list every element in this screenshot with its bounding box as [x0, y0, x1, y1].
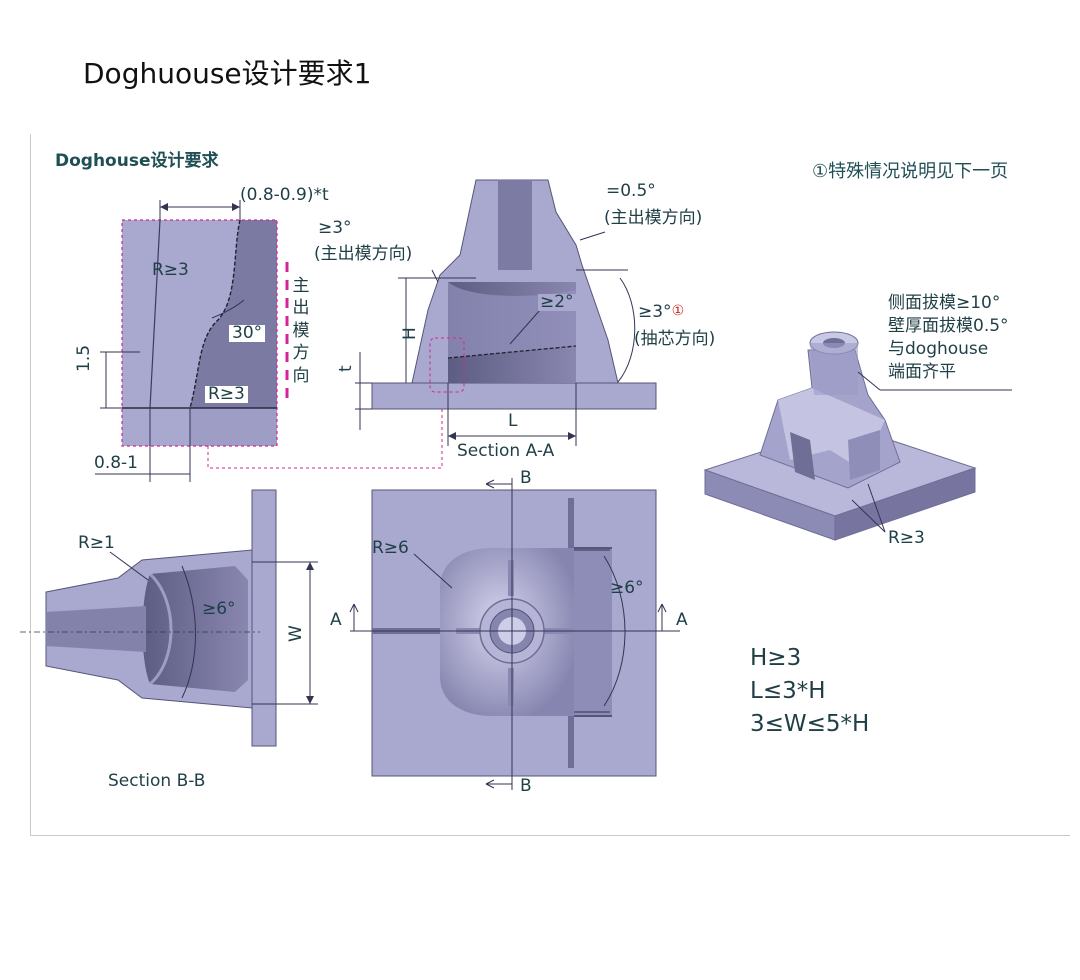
detail-view — [95, 200, 443, 482]
bb-radius: R≥1 — [78, 533, 115, 553]
top-view-drawing — [349, 478, 680, 790]
detail-angle: 30° — [229, 325, 266, 342]
cut-b-top: B — [520, 468, 532, 488]
aa-core-draft-mark: ① — [671, 303, 685, 319]
cut-a-right: A — [676, 610, 688, 630]
detail-bottom-width: 0.8-1 — [94, 453, 138, 473]
bb-angle: ≥6° — [202, 599, 236, 619]
cut-b-bottom: B — [520, 776, 532, 796]
detail-direction-label: 主 出 模 方 向 — [292, 276, 310, 386]
formula-h: H≥3 — [750, 645, 802, 671]
iso-drawing — [703, 331, 1012, 541]
aa-draft-main-direction: (主出模方向) — [314, 244, 413, 264]
iso-notes: 侧面拔模≥10° 壁厚面拔模0.5° 与doghouse 端面齐平 — [888, 293, 1009, 382]
section-bb-label: Section B-B — [108, 771, 206, 791]
formula-l: L≤3*H — [750, 678, 826, 704]
aa-inner-draft: ≥2° — [538, 292, 576, 312]
panel-border-bottom — [30, 835, 1070, 836]
aa-h-label: H — [400, 327, 420, 340]
cut-a-left: A — [330, 610, 342, 630]
aa-t-label: t — [336, 365, 356, 372]
special-case-note: ①特殊情况说明见下一页 — [812, 161, 1009, 182]
panel-border-left — [30, 134, 31, 836]
detail-height: 1.5 — [74, 344, 94, 372]
section-bb-drawing — [20, 489, 318, 747]
iso-radius: R≥3 — [888, 528, 925, 548]
detail-top-dimension: (0.8-0.9)*t — [240, 185, 329, 205]
aa-core-draft: ≥3°① — [638, 302, 685, 322]
section-aa-label: Section A-A — [457, 441, 555, 461]
top-angle: ≥6° — [610, 578, 644, 598]
aa-top-draft: =0.5° — [606, 181, 656, 201]
detail-radius-top: R≥3 — [152, 260, 189, 280]
detail-radius-bottom: R≥3 — [205, 386, 248, 403]
panel-title: Doghouse设计要求 — [55, 151, 219, 171]
section-aa-drawing — [355, 179, 657, 446]
formula-w: 3≤W≤5*H — [750, 711, 870, 737]
aa-l-label: L — [508, 411, 518, 431]
slide-title: Doghuouse设计要求1 — [83, 57, 372, 90]
bb-w-label: W — [286, 625, 306, 642]
top-radius: R≥6 — [372, 538, 409, 558]
aa-top-draft-direction: (主出模方向) — [604, 208, 703, 228]
aa-draft-main: ≥3° — [318, 218, 352, 238]
aa-core-direction: (抽芯方向) — [634, 329, 716, 349]
